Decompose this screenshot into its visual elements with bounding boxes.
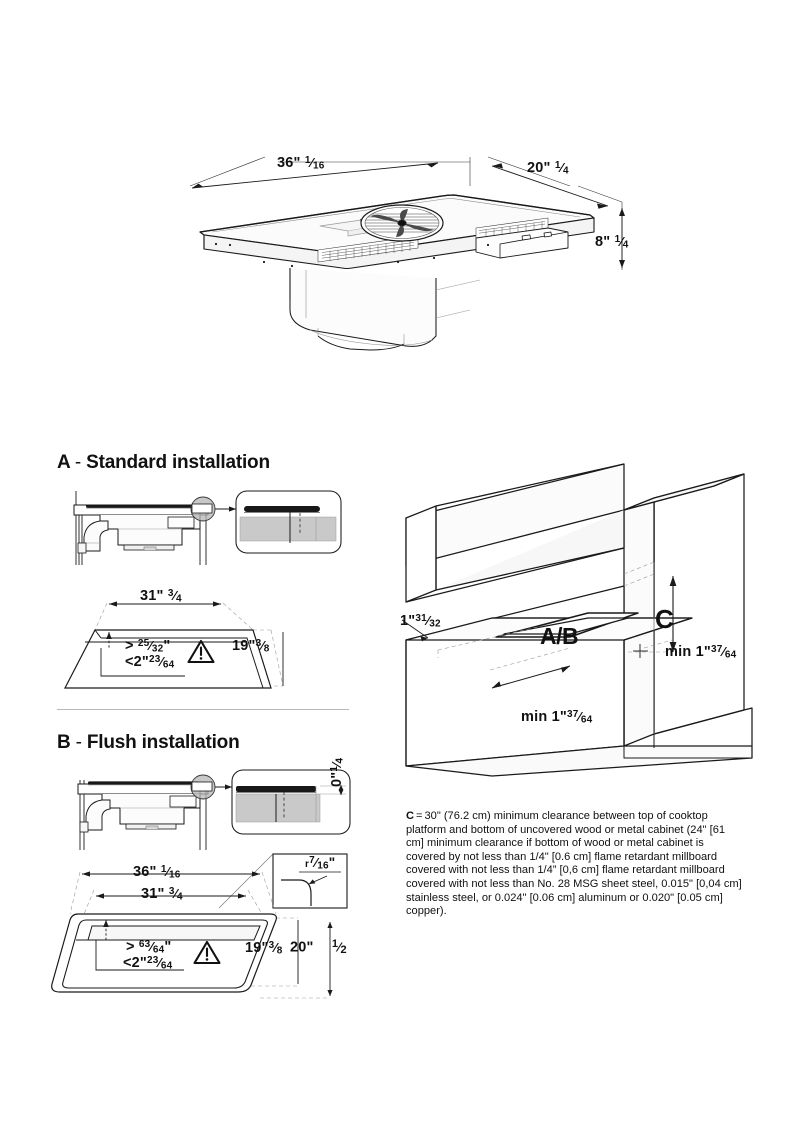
section-b-outer-depth-dimension: 20" 1⁄2	[290, 938, 347, 956]
cooktop-isometric-view	[170, 140, 640, 370]
clearance-note-paragraph: C=30" (76.2 cm) minimum clearance betwee…	[406, 810, 742, 919]
section-a-dash: -	[74, 452, 82, 473]
section-a-thickness-max: <2"23⁄64	[125, 654, 175, 671]
clearance-note-text: 30" (76.2 cm) minimum clearance between …	[406, 810, 742, 918]
warning-triangle-icon	[193, 940, 221, 965]
section-b-inner-width-dimension: 31" 3⁄4	[141, 886, 183, 903]
section-b-heading: B - Flush installation	[57, 732, 240, 754]
section-b-outer-width-dimension: 36" 1⁄16	[133, 864, 181, 881]
section-b-thickness-max: <2"23⁄64	[123, 955, 173, 972]
cabinet-side-clearance-dimension: min 1"37⁄64	[665, 644, 737, 661]
clearance-note-equals: =	[416, 810, 423, 822]
kitchen-cabinet-clearance-view	[392, 462, 772, 777]
cabinet-clearance-letter: C	[655, 604, 674, 634]
section-b-side-section-drawing	[60, 768, 360, 856]
section-a-side-section-drawing	[60, 485, 345, 570]
hero-height-dimension: 8" 1⁄4	[595, 234, 629, 251]
section-a-cutout-width-dimension: 31" 3⁄4	[140, 588, 182, 605]
section-b-thickness-min: > 63⁄64"	[126, 939, 172, 956]
section-b-dash: -	[75, 732, 82, 753]
hero-depth-dimension: 20" 1⁄4	[527, 160, 569, 177]
section-a-thickness-min: > 25⁄32"	[125, 638, 171, 655]
clearance-note-lead: C	[406, 810, 415, 822]
section-b-corner-radius-inset	[218, 850, 355, 914]
warning-triangle-icon	[187, 639, 215, 664]
section-b-inner-depth-dimension: 19"3⁄8	[245, 940, 283, 957]
section-b-corner-radius-dimension: r7⁄16"	[305, 855, 336, 872]
section-a-cutout-depth-dimension: 19"3⁄8	[232, 638, 270, 655]
hero-width-dimension: 36" 1⁄16	[277, 155, 325, 172]
section-a-letter: A	[57, 452, 70, 473]
section-a-title: Standard installation	[86, 452, 270, 473]
cabinet-counter-depth-dimension: 1"31⁄32	[400, 613, 441, 630]
cabinet-cooktop-label: A/B	[540, 623, 579, 649]
section-b-gap-dimension: 0"1⁄4	[329, 757, 346, 787]
section-a-cutout-drawing	[55, 590, 345, 690]
section-divider	[57, 709, 349, 710]
section-b-cutout-drawing	[48, 858, 358, 1008]
section-b-title: Flush installation	[86, 732, 240, 753]
section-a-heading: A - Standard installation	[57, 452, 270, 474]
cabinet-front-clearance-dimension: min 1"37⁄64	[521, 709, 593, 726]
section-b-letter: B	[57, 732, 71, 753]
